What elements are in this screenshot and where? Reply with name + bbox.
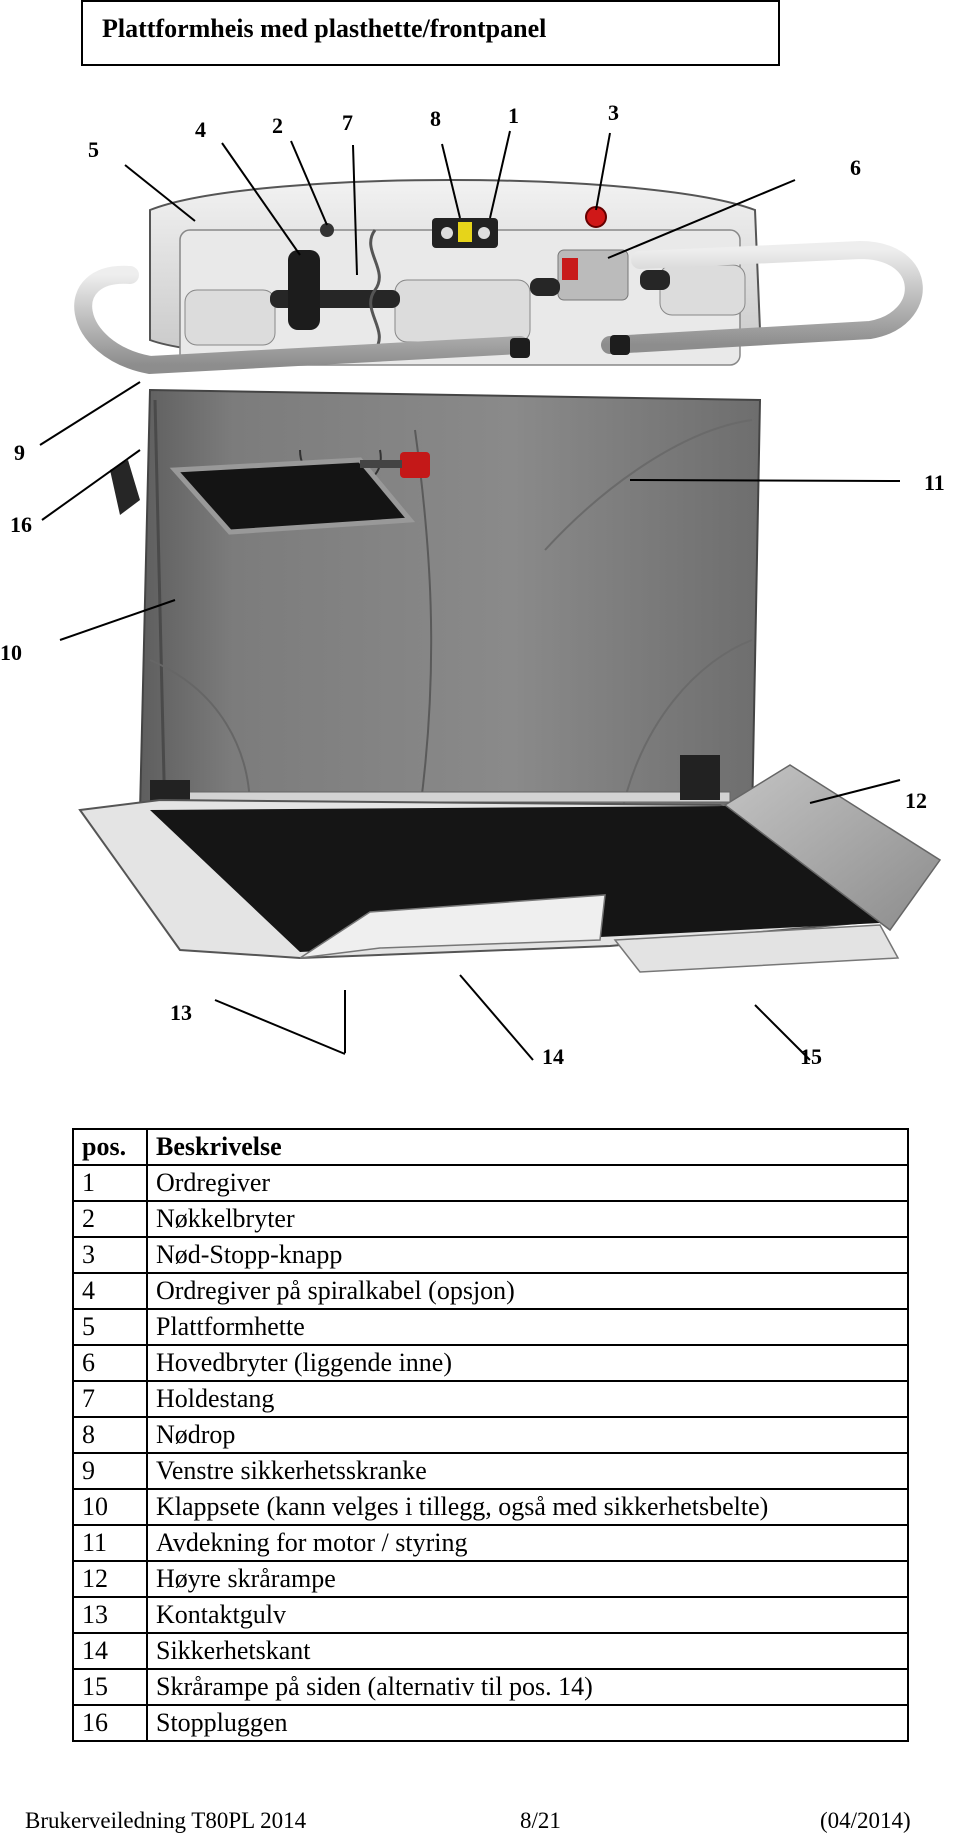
callout-6: 6 xyxy=(850,155,861,180)
callout-5: 5 xyxy=(88,137,99,162)
row-description: Nødrop xyxy=(146,1416,909,1454)
row-pos: 3 xyxy=(72,1236,148,1274)
row-pos: 1 xyxy=(72,1164,148,1202)
row-description: Ordregiver på spiralkabel (opsjon) xyxy=(146,1272,909,1310)
row-description: Avdekning for motor / styring xyxy=(146,1524,909,1562)
row-pos: 11 xyxy=(72,1524,148,1562)
row-description: Venstre sikkerhetsskranke xyxy=(146,1452,909,1490)
side-ramp xyxy=(613,924,900,973)
row-description: Hovedbryter (liggende inne) xyxy=(146,1344,909,1382)
callout-11: 11 xyxy=(924,470,945,495)
row-pos: 10 xyxy=(72,1488,148,1526)
row-description: Plattformhette xyxy=(146,1308,909,1346)
callout-9: 9 xyxy=(14,440,25,465)
row-description: Kontaktgulv xyxy=(146,1596,909,1634)
callout-16: 16 xyxy=(10,512,32,537)
callout-10: 10 xyxy=(0,640,22,665)
row-pos: 4 xyxy=(72,1272,148,1310)
header-description: Beskrivelse xyxy=(146,1128,909,1166)
motor-cover-panel xyxy=(138,388,762,822)
row-pos: 13 xyxy=(72,1596,148,1634)
right-ramp xyxy=(723,764,942,932)
platform-lift-illustration xyxy=(39,130,942,1061)
row-pos: 12 xyxy=(72,1560,148,1598)
callout-15: 15 xyxy=(800,1044,822,1069)
callout-14: 14 xyxy=(542,1044,564,1069)
title-box: Plattformheis med plasthette/frontpanel xyxy=(81,0,780,66)
row-description: Skrårampe på siden (alternativ til pos. … xyxy=(146,1668,909,1706)
footer-date: (04/2014) xyxy=(820,1808,911,1833)
callout-12: 12 xyxy=(905,788,927,813)
row-pos: 15 xyxy=(72,1668,148,1706)
callout-8: 8 xyxy=(430,106,441,131)
footer-document-title: Brukerveiledning T80PL 2014 xyxy=(25,1808,307,1833)
row-description: Holdestang xyxy=(146,1380,909,1418)
row-pos: 14 xyxy=(72,1632,148,1670)
row-description: Sikkerhetskant xyxy=(146,1632,909,1670)
row-pos: 16 xyxy=(72,1704,148,1742)
safety-edge xyxy=(299,894,606,959)
row-pos: 5 xyxy=(72,1308,148,1346)
callout-7: 7 xyxy=(342,110,353,135)
header-pos: pos. xyxy=(72,1128,148,1166)
row-description: Klappsete (kann velges i tillegg, også m… xyxy=(146,1488,909,1526)
folding-seat xyxy=(169,457,416,535)
row-pos: 7 xyxy=(72,1380,148,1418)
page-title: Plattformheis med plasthette/frontpanel xyxy=(102,14,547,43)
left-safety-rail xyxy=(74,265,529,375)
row-pos: 8 xyxy=(72,1416,148,1454)
callout-2: 2 xyxy=(272,113,283,138)
row-pos: 6 xyxy=(72,1344,148,1382)
row-pos: 9 xyxy=(72,1452,148,1490)
callout-lines xyxy=(39,130,901,1061)
callout-1: 1 xyxy=(508,103,519,128)
platform-lift-figure: 5 4 2 7 8 1 3 6 9 16 11 10 12 13 14 15 xyxy=(0,100,960,1080)
row-description: Ordregiver xyxy=(146,1164,909,1202)
callout-13: 13 xyxy=(170,1000,192,1025)
table-header-row: pos. Beskrivelse xyxy=(72,1128,909,1166)
row-description: Nød-Stopp-knapp xyxy=(146,1236,909,1274)
row-pos: 2 xyxy=(72,1200,148,1238)
row-description: Høyre skrårampe xyxy=(146,1560,909,1598)
footer-page-number: 8/21 xyxy=(520,1808,561,1833)
row-description: Stoppluggen xyxy=(146,1704,909,1742)
callout-4: 4 xyxy=(195,117,206,142)
callout-3: 3 xyxy=(608,100,619,125)
row-description: Nøkkelbryter xyxy=(146,1200,909,1238)
